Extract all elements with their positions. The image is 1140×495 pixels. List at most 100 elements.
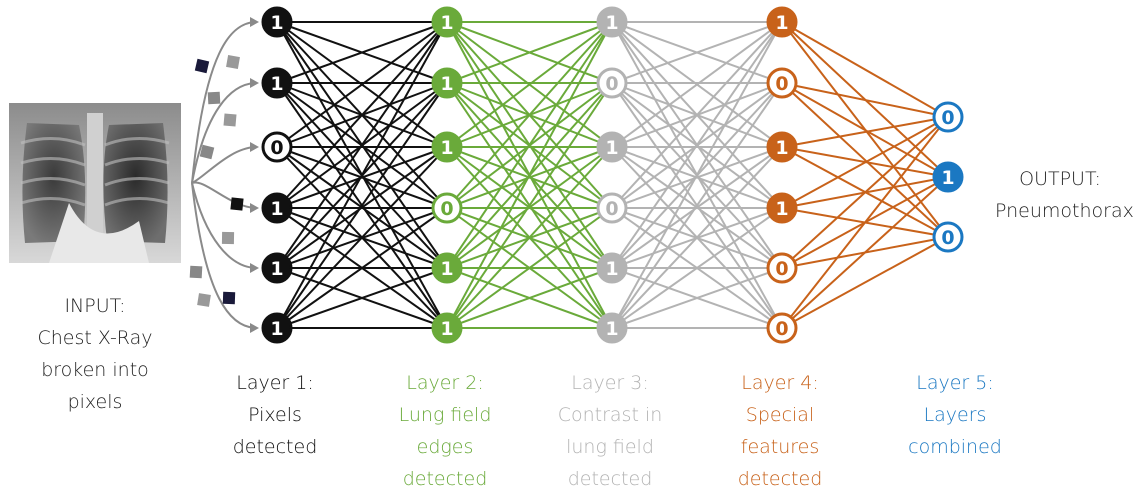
neuron-node — [766, 67, 798, 99]
neuron-value: 1 — [440, 73, 453, 95]
connection-edge — [781, 116, 949, 269]
connection-edge — [276, 21, 448, 269]
input-label-line: broken into — [41, 359, 149, 381]
neuron-value: 1 — [440, 12, 453, 34]
output-label-line: OUTPUT: — [1019, 168, 1101, 190]
layer-caption-line: Contrast in — [557, 404, 663, 426]
input-label-line: pixels — [67, 391, 123, 413]
pixel-square — [230, 197, 244, 211]
layer-caption-line: detected — [567, 468, 653, 490]
neuron-node — [596, 67, 628, 99]
input-arrows — [189, 17, 259, 333]
connection-edge — [611, 146, 783, 209]
neuron-node — [766, 6, 798, 38]
neuron-value: 0 — [605, 73, 618, 95]
arrowhead-icon — [250, 142, 259, 152]
neuron-value: 1 — [605, 318, 618, 340]
connection-edge — [276, 146, 448, 329]
connection-edge — [446, 21, 613, 209]
neuron-node — [766, 192, 798, 224]
connection-edge — [781, 21, 949, 118]
layer-4-caption: Layer 4: Special features detected — [710, 367, 850, 495]
neuron-node — [932, 101, 964, 133]
chest-xray-image — [9, 103, 181, 263]
neuron-node — [261, 6, 293, 38]
connection-edge — [276, 21, 448, 209]
neuron-value: 1 — [270, 12, 283, 34]
output-label: OUTPUT: Pneumothorax — [995, 163, 1134, 227]
connection-edge — [611, 21, 783, 269]
pixel-square — [194, 58, 210, 74]
neuron-value: 0 — [775, 318, 788, 340]
neuron-node — [261, 131, 293, 163]
connection-edge — [781, 82, 949, 118]
layer-caption-line: lung field — [566, 436, 654, 458]
neuron-value: 0 — [941, 227, 954, 249]
neuron-node — [431, 312, 463, 344]
connection-edge — [276, 146, 448, 269]
input-arrow — [191, 21, 258, 184]
neuron-node — [766, 252, 798, 284]
neuron-value: 1 — [775, 137, 788, 159]
connection-edge — [781, 236, 949, 329]
pixel-square — [226, 55, 240, 69]
connection-edge — [446, 21, 613, 329]
neuron-value: 1 — [440, 318, 453, 340]
connection-edge — [611, 21, 783, 148]
arrowhead-icon — [250, 17, 259, 27]
input-arrow — [191, 182, 258, 269]
neuron-node — [596, 6, 628, 38]
connection-edge — [446, 21, 613, 148]
layer-2-edges — [446, 21, 613, 329]
neuron-node — [431, 131, 463, 163]
neuron-value: 1 — [605, 12, 618, 34]
connection-edge — [611, 146, 783, 329]
neuron-node — [596, 131, 628, 163]
layer-caption-line: Lung field — [398, 404, 492, 426]
connection-edge — [276, 21, 448, 148]
input-arrow — [191, 82, 258, 184]
input-arrow — [191, 146, 258, 184]
neuron-node — [932, 221, 964, 253]
layer-1-caption: Layer 1: Pixels detected — [205, 367, 345, 463]
neuron-value: 0 — [270, 137, 283, 159]
connection-edge — [446, 146, 613, 269]
layer-caption-line: features — [740, 436, 820, 458]
layer-2-caption: Layer 2: Lung field edges detected — [375, 367, 515, 495]
pixel-square — [223, 113, 237, 127]
connection-edge — [446, 267, 613, 329]
pixel-square — [207, 91, 221, 105]
layer-caption-line: Layer 3: — [571, 372, 649, 394]
layer-caption-line: detected — [232, 436, 318, 458]
connection-edge — [781, 116, 949, 148]
connection-edge — [611, 21, 783, 329]
layer-5-nodes: 010 — [932, 101, 964, 253]
neuron-node — [261, 252, 293, 284]
connection-edge — [611, 21, 783, 84]
connection-edge — [276, 82, 448, 329]
neuron-node — [932, 161, 964, 193]
connection-edge — [611, 267, 783, 329]
connection-edge — [276, 267, 448, 329]
layer-3-edges — [611, 21, 783, 329]
connection-edge — [781, 82, 949, 238]
layer-caption-line: edges — [416, 436, 474, 458]
layer-caption-line: Special — [745, 404, 815, 426]
connection-edge — [446, 146, 613, 329]
arrowhead-icon — [250, 323, 259, 333]
connection-edge — [276, 146, 448, 209]
connection-edge — [781, 82, 949, 178]
neuron-value: 0 — [605, 198, 618, 220]
connection-edge — [781, 116, 949, 209]
connection-edge — [276, 21, 448, 329]
neuron-value: 1 — [270, 198, 283, 220]
pixel-square — [199, 144, 215, 160]
layer-5-caption: Layer 5: Layers combined — [885, 367, 1025, 463]
neuron-node — [596, 312, 628, 344]
neuron-value: 0 — [941, 107, 954, 129]
